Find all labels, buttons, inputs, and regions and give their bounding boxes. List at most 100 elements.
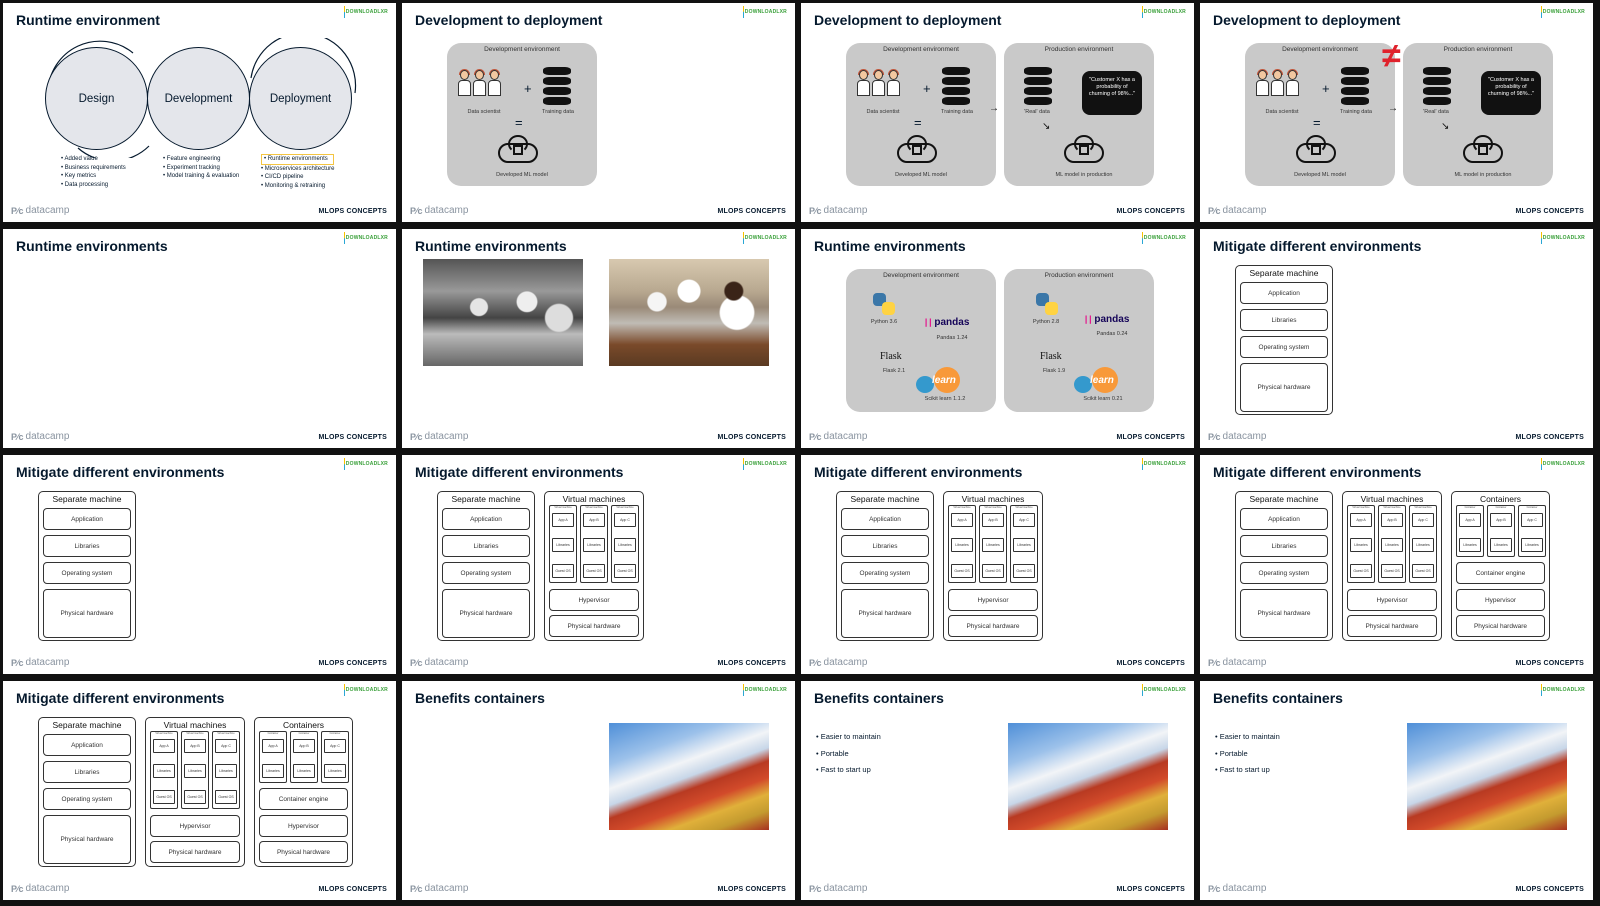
- slide-title: Benefits containers: [415, 690, 545, 706]
- sklearn-logo: learn: [1074, 367, 1120, 393]
- slide-title: Mitigate different environments: [814, 464, 1023, 480]
- slide-title: Development to deployment: [415, 12, 603, 28]
- footer-course: MLOPS CONCEPTS: [318, 886, 387, 893]
- slide-title: Runtime environments: [415, 238, 567, 254]
- dev-env-panel: Development environment + Data scientist…: [1245, 43, 1395, 186]
- watermark-logo: DOWNLOADLXR: [1541, 6, 1585, 18]
- watermark-logo: DOWNLOADLXR: [743, 684, 787, 696]
- pandas-logo: pandas: [924, 317, 969, 328]
- slide-title: Mitigate different environments: [16, 690, 225, 706]
- slide-title: Mitigate different environments: [415, 464, 624, 480]
- deployment-bullets: Runtime environmentsMicroservices archit…: [261, 154, 335, 190]
- data-scientist-icon: [1255, 69, 1299, 96]
- separate-machine-box: Separate machine Application Libraries O…: [1235, 491, 1333, 641]
- arrow-right-icon: →: [1388, 103, 1398, 114]
- database-icon: [1341, 67, 1369, 105]
- dev-env-panel: Development environment + Data scientist…: [846, 43, 996, 186]
- development-bullets: Feature engineeringExperiment trackingMo…: [163, 155, 239, 181]
- watermark-logo: DOWNLOADLXR: [344, 458, 388, 470]
- footer-course: MLOPS CONCEPTS: [1515, 886, 1584, 893]
- data-scientist-icon: [856, 69, 900, 96]
- footer-course: MLOPS CONCEPTS: [1116, 886, 1185, 893]
- slide-title: Runtime environments: [814, 238, 966, 254]
- database-icon: [543, 67, 571, 105]
- watermark-logo: DOWNLOADLXR: [1541, 458, 1585, 470]
- slide-mitigate-3: Mitigate different environments DOWNLOAD…: [402, 455, 795, 674]
- ml-model-cloud-icon: [1060, 135, 1108, 165]
- footer-course: MLOPS CONCEPTS: [1116, 660, 1185, 667]
- slide-mitigate-1: Mitigate different environments DOWNLOAD…: [1200, 229, 1593, 448]
- footer-course: MLOPS CONCEPTS: [318, 660, 387, 667]
- prod-env-panel: Production environment 'Real' data "Cust…: [1004, 43, 1154, 186]
- slide-title: Runtime environment: [16, 12, 160, 28]
- watermark-logo: DOWNLOADLXR: [1541, 232, 1585, 244]
- python-icon: [873, 293, 895, 315]
- watermark-logo: DOWNLOADLXR: [1541, 684, 1585, 696]
- watermark-logo: DOWNLOADLXR: [743, 458, 787, 470]
- slide-title: Development to deployment: [814, 12, 1002, 28]
- watermark-logo: DOWNLOADLXR: [1142, 6, 1186, 18]
- phase-design: Design: [45, 47, 148, 150]
- watermark-logo: DOWNLOADLXR: [344, 232, 388, 244]
- dev-env-panel: Development environment Python 3.6 panda…: [846, 269, 996, 412]
- watermark-logo: DOWNLOADLXR: [344, 684, 388, 696]
- footer-course: MLOPS CONCEPTS: [717, 886, 786, 893]
- database-icon: [1423, 67, 1451, 105]
- footer-course: MLOPS CONCEPTS: [717, 434, 786, 441]
- slide-runtime-envs-versions: Runtime environments DOWNLOADLXR Develop…: [801, 229, 1194, 448]
- separate-machine-box: Separate machine Application Libraries O…: [38, 491, 136, 641]
- python-icon: [1036, 293, 1058, 315]
- shipping-containers-photo: [1407, 723, 1567, 830]
- slide-title: Benefits containers: [814, 690, 944, 706]
- benefits-list: Easier to maintainPortableFast to start …: [816, 729, 881, 779]
- ml-model-cloud-icon: [893, 135, 941, 165]
- watermark-logo: DOWNLOADLXR: [743, 6, 787, 18]
- kitchen-photo-bw: [423, 259, 583, 366]
- separate-machine-box: Separate machine Application Libraries O…: [38, 717, 136, 867]
- slide-dev-to-deploy-3: Development to deployment DOWNLOADLXR De…: [1200, 3, 1593, 222]
- watermark-logo: DOWNLOADLXR: [1142, 458, 1186, 470]
- slide-runtime-environment: Runtime environment DOWNLOADLXR Design D…: [3, 3, 396, 222]
- watermark-logo: DOWNLOADLXR: [743, 232, 787, 244]
- separate-machine-box: Separate machine Application Libraries O…: [437, 491, 535, 641]
- slide-benefits-3: Benefits containers DOWNLOADLXR Easier t…: [1200, 681, 1593, 900]
- slide-benefits-2: Benefits containers DOWNLOADLXR Easier t…: [801, 681, 1194, 900]
- slide-title: Mitigate different environments: [1213, 238, 1422, 254]
- shipping-containers-photo: [1008, 723, 1168, 830]
- arrow-down-right-icon: ↘: [1441, 121, 1450, 132]
- kitchen-photo-color: [609, 259, 769, 366]
- footer-course: MLOPS CONCEPTS: [318, 208, 387, 215]
- phase-development: Development: [147, 47, 250, 150]
- separate-machine-box: Separate machine Application Libraries O…: [1235, 265, 1333, 415]
- footer-course: MLOPS CONCEPTS: [1515, 434, 1584, 441]
- separate-machine-box: Separate machine Application Libraries O…: [836, 491, 934, 641]
- footer-course: MLOPS CONCEPTS: [717, 208, 786, 215]
- footer-course: MLOPS CONCEPTS: [1515, 660, 1584, 667]
